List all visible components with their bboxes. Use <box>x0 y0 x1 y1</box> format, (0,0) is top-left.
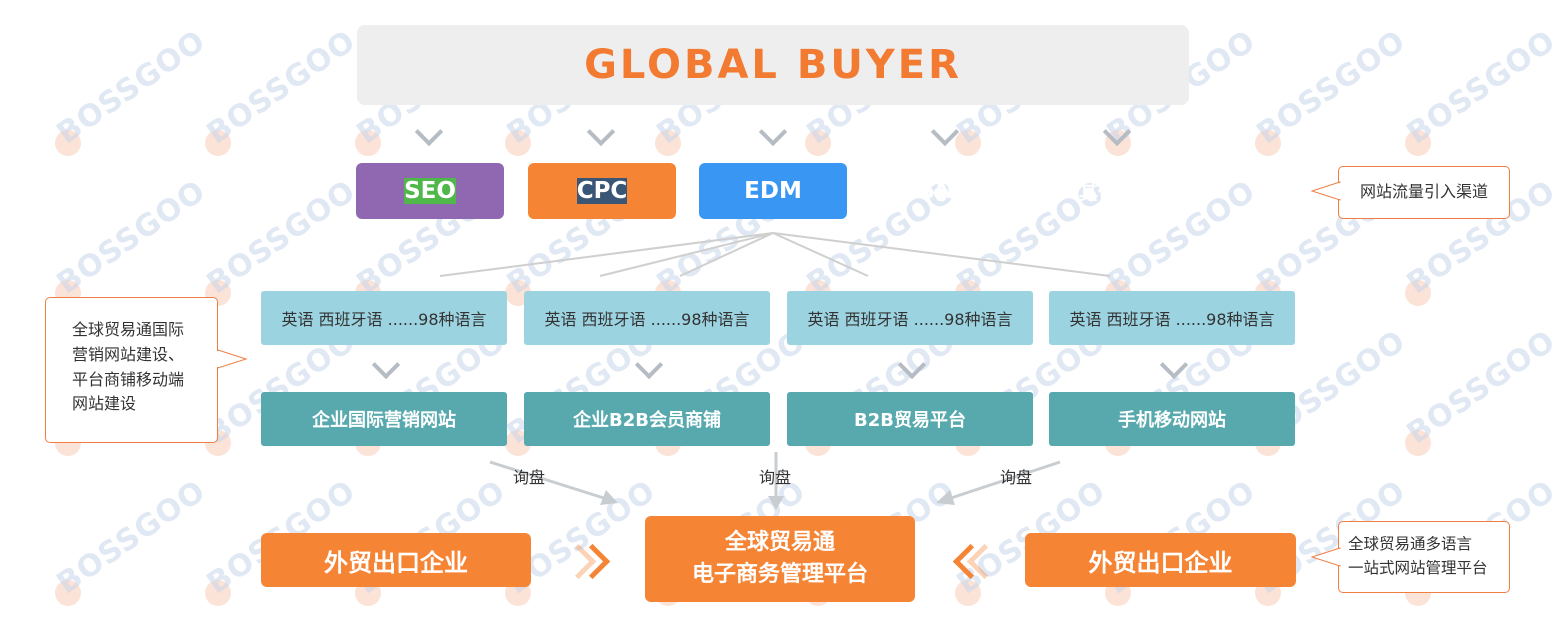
watermark-splat <box>1405 280 1431 306</box>
language-box: 英语 西班牙语 ......98种语言 <box>261 291 507 345</box>
site-label: B2B贸易平台 <box>854 410 966 431</box>
traffic-callout-text: 网站流量引入渠道 <box>1359 182 1488 202</box>
channel-edm: EDM <box>699 163 847 219</box>
channel-label: CPC <box>576 178 628 204</box>
watermark-splat <box>955 130 981 156</box>
watermark-splat <box>655 130 681 156</box>
platform-box: 全球贸易通 电子商务管理平台 <box>645 516 915 602</box>
website-callout-line: 全球贸易通国际 <box>72 320 185 339</box>
right-enterprise-label: 外贸出口企业 <box>1088 548 1233 577</box>
site-box: 手机移动网站 <box>1049 392 1295 446</box>
channel-label: SEO <box>404 178 456 204</box>
watermark-splat <box>505 130 531 156</box>
inquiry-label: 询盘 <box>513 468 546 487</box>
left-enterprise-box: 外贸出口企业 <box>261 533 531 587</box>
watermark-splat <box>805 130 831 156</box>
watermark-splat <box>355 130 381 156</box>
watermark-splat <box>1105 130 1131 156</box>
language-box: 英语 西班牙语 ......98种语言 <box>787 291 1033 345</box>
platform-line2: 电子商务管理平台 <box>691 562 868 587</box>
watermark-splat <box>205 130 231 156</box>
website-callout-line: 平台商铺移动端 <box>72 369 185 389</box>
manage-callout: 全球贸易通多语言 一站式网站管理平台 <box>1338 521 1510 593</box>
site-box: B2B贸易平台 <box>787 392 1033 446</box>
watermark-splat <box>955 580 981 606</box>
watermark-splat <box>55 130 81 156</box>
language-text: 英语 西班牙语 ......98种语言 <box>1069 310 1275 329</box>
inquiry-label: 询盘 <box>759 468 792 487</box>
website-callout: 全球贸易通国际 营销网站建设、 平台商铺移动端 网站建设 <box>45 297 218 443</box>
channel-other: 其他渠道 <box>1043 163 1191 219</box>
page-title: GLOBAL BUYER <box>584 42 962 88</box>
manage-callout-line: 全球贸易通多语言 <box>1348 535 1473 553</box>
language-box: 英语 西班牙语 ......98种语言 <box>1049 291 1295 345</box>
watermark-splat <box>1255 130 1281 156</box>
channel-seo: SEO <box>356 163 504 219</box>
title-banner: GLOBAL BUYER <box>357 25 1189 105</box>
manage-callout-line: 一站式网站管理平台 <box>1348 559 1488 578</box>
language-box: 英语 西班牙语 ......98种语言 <box>524 291 770 345</box>
language-text: 英语 西班牙语 ......98种语言 <box>281 310 487 329</box>
platform-line1: 全球贸易通 <box>724 530 835 556</box>
channel-label: SNS <box>918 178 972 204</box>
traffic-callout: 网站流量引入渠道 <box>1338 166 1510 219</box>
site-label: 手机移动网站 <box>1118 410 1226 431</box>
watermark-splat <box>1405 430 1431 456</box>
inquiry-label: 询盘 <box>1000 468 1033 487</box>
watermark-splat <box>1405 130 1431 156</box>
language-text: 英语 西班牙语 ......98种语言 <box>807 310 1013 329</box>
left-enterprise-label: 外贸出口企业 <box>324 548 468 577</box>
language-text: 英语 西班牙语 ......98种语言 <box>544 310 750 329</box>
site-label: 企业国际营销网站 <box>312 410 456 431</box>
watermark-splat <box>55 580 81 606</box>
site-box: 企业国际营销网站 <box>261 392 507 446</box>
callout-pointer <box>1310 181 1342 201</box>
callout-pointer <box>216 349 248 369</box>
channel-label: EDM <box>744 178 802 204</box>
watermark-splat <box>205 580 231 606</box>
right-enterprise-box: 外贸出口企业 <box>1025 533 1296 587</box>
site-box: 企业B2B会员商铺 <box>524 392 770 446</box>
website-callout-line: 网站建设 <box>72 394 137 414</box>
channel-label: 其他渠道 <box>1078 181 1155 204</box>
site-label: 企业B2B会员商铺 <box>573 410 721 431</box>
channel-sns: SNS <box>871 163 1019 219</box>
callout-pointer <box>1310 547 1342 567</box>
channel-cpc: CPC <box>528 163 676 219</box>
website-callout-line: 营销网站建设、 <box>72 344 185 364</box>
